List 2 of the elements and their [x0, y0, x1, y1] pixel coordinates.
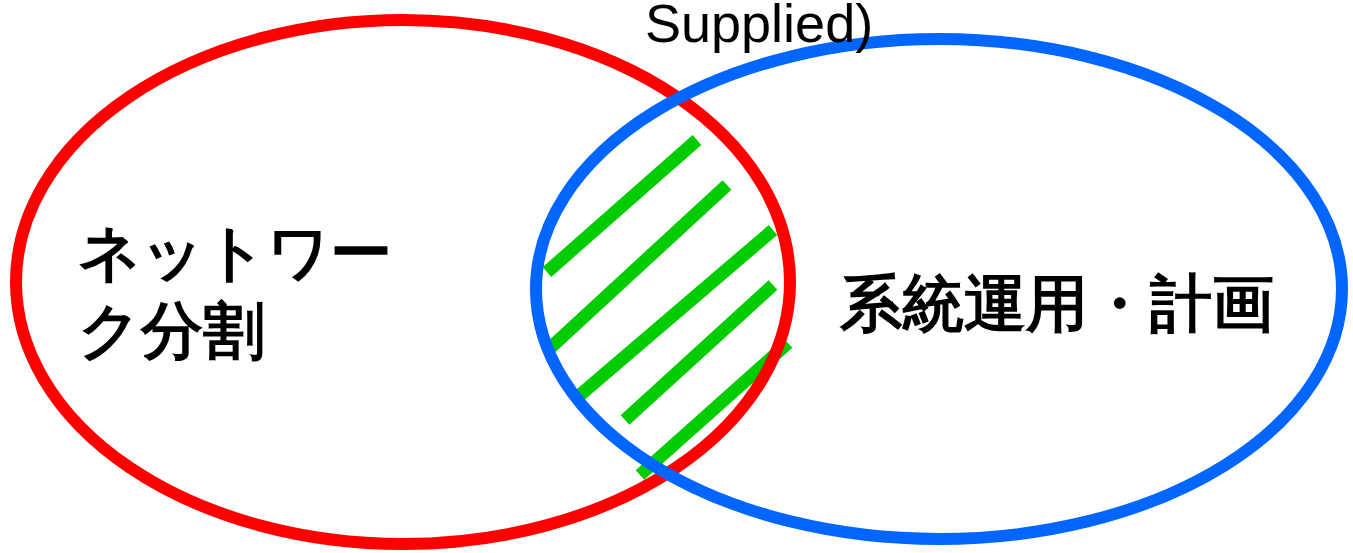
- node-label: 系統運用・計画: [840, 266, 1274, 342]
- node-label: ネットワーク分割: [78, 215, 393, 369]
